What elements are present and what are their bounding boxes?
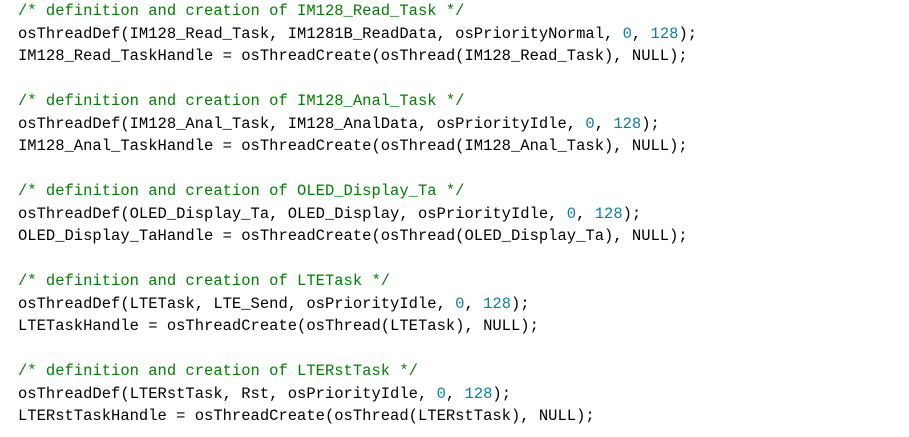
code-comment-line[interactable]: /* definition and creation of OLED_Displ… — [18, 182, 465, 200]
code-comment-line[interactable]: /* definition and creation of IM128_Read… — [18, 2, 465, 20]
thread-def-close: ); — [492, 384, 512, 403]
numeric-literal: 0 — [436, 384, 446, 403]
numeric-literal: 0 — [622, 24, 632, 43]
code-comment-line[interactable]: /* definition and creation of LTERstTask… — [18, 362, 418, 380]
numeric-literal: 128 — [650, 24, 679, 43]
numeric-literal: 128 — [594, 204, 623, 223]
separator-text: , — [631, 24, 651, 43]
thread-def-line[interactable]: osThreadDef(IM128_Anal_Task, IM128_AnalD… — [18, 113, 909, 136]
numeric-literal: 0 — [585, 114, 595, 133]
thread-create-line[interactable]: IM128_Anal_TaskHandle = osThreadCreate(o… — [18, 137, 688, 155]
thread-def-text: osThreadDef(LTETask, LTE_Send, osPriorit… — [18, 294, 456, 313]
thread-def-close: ); — [678, 24, 698, 43]
numeric-literal: 128 — [613, 114, 642, 133]
code-comment-line[interactable]: /* definition and creation of LTETask */ — [18, 272, 391, 290]
thread-create-line[interactable]: LTETaskHandle = osThreadCreate(osThread(… — [18, 317, 539, 335]
numeric-literal: 0 — [455, 294, 465, 313]
separator-text: , — [464, 294, 484, 313]
numeric-literal: 128 — [464, 384, 493, 403]
separator-text: , — [594, 114, 614, 133]
thread-def-close: ); — [641, 114, 660, 133]
thread-def-text: osThreadDef(IM128_Anal_Task, IM128_AnalD… — [18, 114, 586, 133]
thread-def-line[interactable]: osThreadDef(IM128_Read_Task, IM1281B_Rea… — [18, 23, 909, 46]
blank-line — [18, 68, 909, 91]
thread-def-text: osThreadDef(IM128_Read_Task, IM1281B_Rea… — [18, 24, 623, 43]
thread-def-close: ); — [622, 204, 642, 223]
thread-def-line[interactable]: osThreadDef(OLED_Display_Ta, OLED_Displa… — [18, 203, 909, 226]
thread-create-line[interactable]: OLED_Display_TaHandle = osThreadCreate(o… — [18, 227, 688, 245]
thread-def-line[interactable]: osThreadDef(LTETask, LTE_Send, osPriorit… — [18, 293, 909, 316]
numeric-literal: 0 — [566, 204, 577, 223]
numeric-literal: 128 — [483, 294, 511, 313]
thread-def-close: ); — [511, 294, 530, 313]
thread-def-text: osThreadDef(LTERstTask, Rst, osPriorityI… — [18, 384, 437, 403]
thread-create-line[interactable]: IM128_Read_TaskHandle = osThreadCreate(o… — [18, 47, 688, 65]
code-editor[interactable]: /* definition and creation of IM128_Read… — [0, 0, 909, 428]
thread-create-line[interactable]: LTERstTaskHandle = osThreadCreate(osThre… — [18, 407, 595, 425]
code-comment-line[interactable]: /* definition and creation of IM128_Anal… — [18, 92, 465, 110]
blank-line — [18, 338, 909, 361]
thread-def-text: osThreadDef(OLED_Display_Ta, OLED_Displa… — [18, 204, 567, 223]
separator-text: , — [576, 204, 595, 223]
separator-text: , — [445, 384, 465, 403]
thread-def-line[interactable]: osThreadDef(LTERstTask, Rst, osPriorityI… — [18, 383, 909, 406]
blank-line — [18, 248, 909, 271]
blank-line — [18, 158, 909, 181]
